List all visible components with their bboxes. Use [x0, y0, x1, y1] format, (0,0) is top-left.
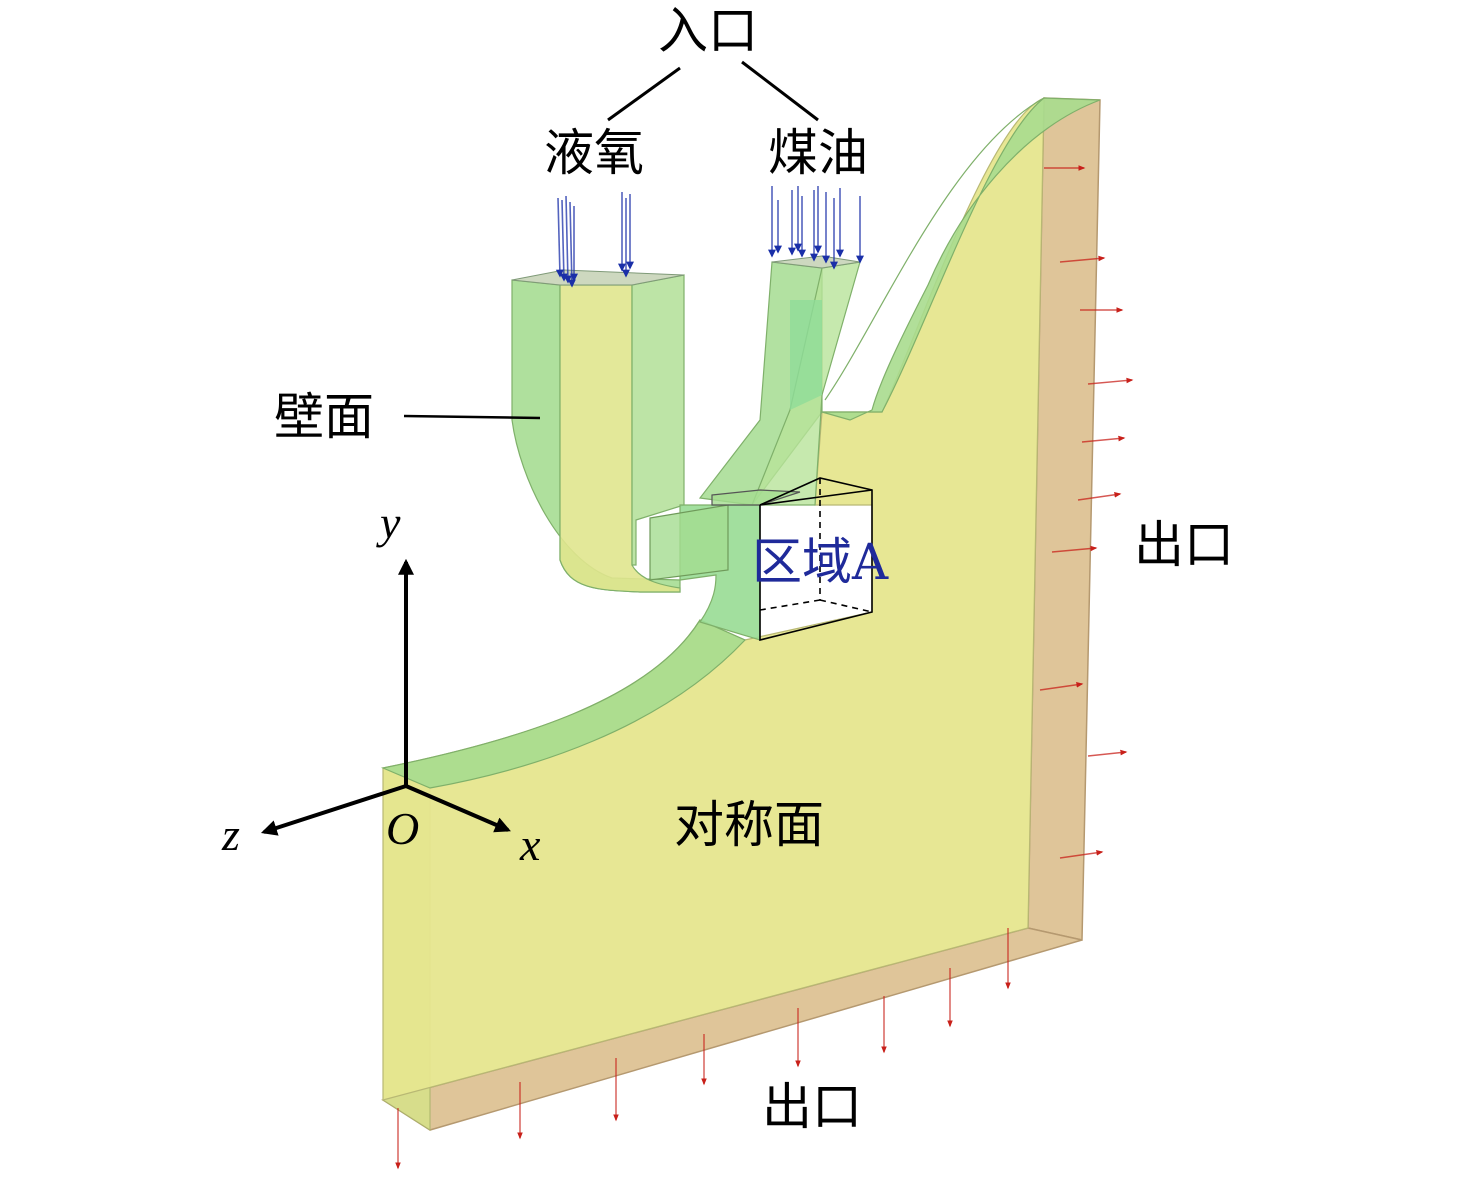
z-axis-label: z: [222, 809, 240, 860]
inlet-leader-left: [607, 66, 681, 122]
kerosene-label: 煤油: [768, 124, 868, 182]
lox-stub: [649, 504, 729, 581]
x-axis-label: x: [520, 819, 541, 870]
inlet-leader-right: [741, 60, 819, 122]
wall-band-upper-edge: [824, 97, 1045, 401]
wall-label: 壁面: [274, 388, 374, 446]
wall-band-upper: [821, 97, 1101, 421]
outlet-bottom-label: 出口: [762, 1078, 862, 1136]
outlet-flow-arrow: [1051, 545, 1098, 553]
inlet-flow-arrow: [555, 197, 564, 278]
outlet-flow-arrow: [1081, 435, 1126, 443]
symmetry-label: 对称面: [674, 796, 824, 854]
z-axis-arrow: [260, 784, 407, 836]
lox-tube-front: [559, 284, 681, 593]
outlet-flow-arrow: [1059, 255, 1106, 263]
lox-stub-top: [711, 489, 801, 506]
region-a-edge-back-bottom: [819, 599, 873, 613]
inlet-label: 入口: [658, 2, 758, 60]
origin-label: O: [386, 803, 420, 854]
outlet-right-label: 出口: [1134, 516, 1234, 574]
inlet-flow-arrow: [567, 201, 576, 288]
outlet-flow-arrow: [1039, 682, 1084, 691]
wall-leader: [403, 414, 541, 420]
kerosene-tube-core: [790, 300, 822, 410]
region-a-front-edges: [759, 477, 873, 642]
inlet-flow-arrow: [563, 195, 572, 284]
lox-label: 液氧: [544, 124, 644, 182]
outlet-flow-arrow: [1087, 749, 1128, 757]
outlet-flow-arrow: [1077, 492, 1122, 501]
outlet-flow-arrow: [1059, 850, 1104, 859]
wall-band-lower: [380, 619, 747, 789]
inlet-arrows: [555, 186, 864, 288]
region-a-box: [759, 477, 873, 642]
outlet-arrows: [395, 165, 1134, 1170]
region-a-edge: [759, 489, 873, 506]
inlet-flow-arrow: [559, 199, 568, 282]
region-a-edge-back-left: [759, 599, 821, 611]
lox-inlet-face: [511, 269, 685, 286]
outlet-flow-arrow: [1087, 377, 1134, 385]
y-axis-label: y: [380, 497, 401, 548]
region-a-label: 区域A: [752, 533, 889, 591]
x-axis-arrow: [405, 784, 511, 833]
